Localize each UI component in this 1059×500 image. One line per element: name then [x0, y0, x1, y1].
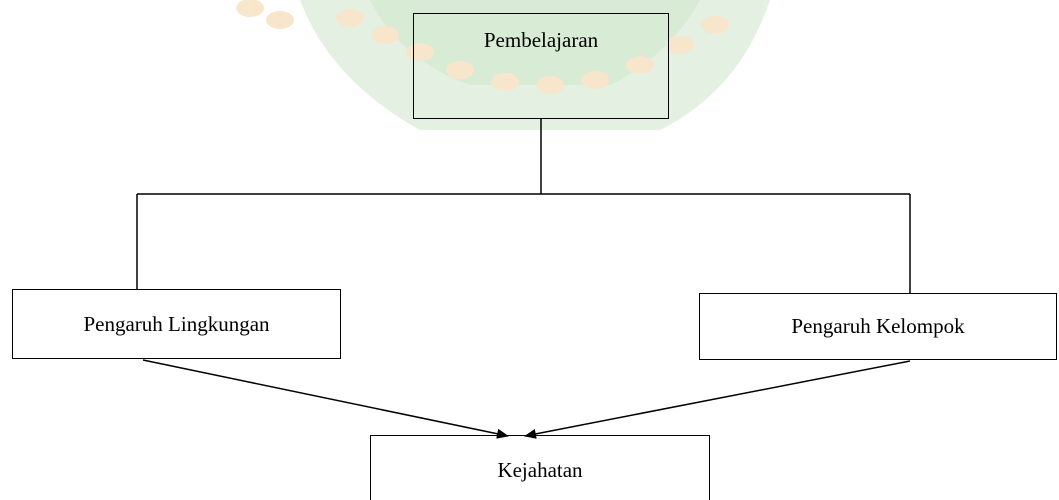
arrow-left-to-bottom — [142, 359, 509, 439]
node-kejahatan: Kejahatan — [370, 435, 710, 500]
node-pengaruh-lingkungan: Pengaruh Lingkungan — [12, 289, 341, 359]
node-kejahatan-label: Kejahatan — [497, 457, 583, 482]
node-pengaruh-lingkungan-label: Pengaruh Lingkungan — [83, 311, 270, 336]
node-pengaruh-kelompok: Pengaruh Kelompok — [699, 293, 1057, 360]
arrow-right-to-bottom — [524, 360, 911, 439]
node-pengaruh-kelompok-label: Pengaruh Kelompok — [791, 314, 965, 338]
node-pembelajaran: Pembelajaran — [413, 13, 669, 119]
node-pembelajaran-label: Pembelajaran — [483, 28, 599, 52]
